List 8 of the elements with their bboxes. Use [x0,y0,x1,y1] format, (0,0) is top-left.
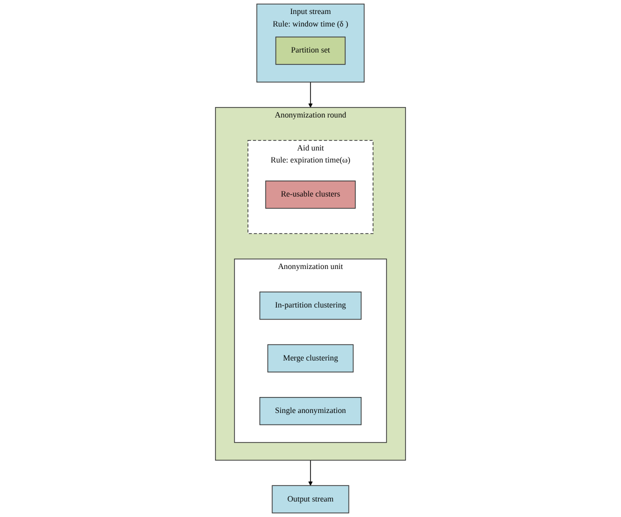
arrow [308,82,313,108]
node-box: Merge clustering [267,344,354,372]
node-box: Re-usable clusters [265,180,356,209]
arrow [308,460,313,486]
node-box: Output stream [272,485,350,514]
node-box: Partition set [275,36,346,65]
node-box: Single anonymization [259,397,362,426]
node-box: In-partition clustering [259,292,362,320]
